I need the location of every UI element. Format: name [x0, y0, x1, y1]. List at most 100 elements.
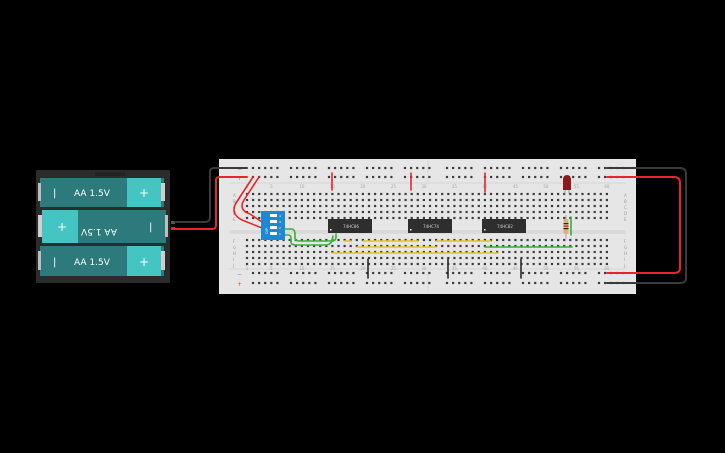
hole[interactable]: [538, 216, 541, 220]
hole[interactable]: [445, 281, 449, 285]
hole[interactable]: [416, 166, 419, 170]
hole[interactable]: [477, 198, 480, 202]
hole[interactable]: [416, 216, 419, 220]
hole[interactable]: [398, 238, 401, 242]
hole[interactable]: [489, 210, 493, 214]
hole[interactable]: [528, 175, 531, 179]
hole[interactable]: [477, 210, 480, 214]
hole[interactable]: [526, 204, 529, 208]
hole[interactable]: [264, 271, 267, 275]
hole[interactable]: [470, 271, 473, 275]
hole[interactable]: [306, 204, 310, 208]
hole[interactable]: [604, 281, 607, 285]
hole[interactable]: [464, 271, 467, 275]
hole[interactable]: [508, 262, 511, 266]
hole[interactable]: [403, 166, 407, 170]
hole[interactable]: [532, 238, 535, 242]
hole[interactable]: [572, 166, 575, 170]
hole[interactable]: [593, 238, 596, 242]
hole[interactable]: [288, 262, 291, 266]
hole[interactable]: [490, 271, 493, 275]
hole[interactable]: [422, 281, 425, 285]
hole[interactable]: [483, 256, 486, 260]
hole[interactable]: [398, 244, 401, 248]
hole[interactable]: [563, 192, 566, 196]
hole[interactable]: [334, 281, 337, 285]
hole[interactable]: [441, 244, 444, 248]
hole[interactable]: [294, 256, 297, 260]
hole[interactable]: [380, 250, 383, 254]
hole[interactable]: [534, 271, 537, 275]
hole[interactable]: [372, 166, 375, 170]
hole[interactable]: [489, 244, 493, 248]
hole[interactable]: [538, 204, 541, 208]
hole[interactable]: [410, 256, 413, 260]
hole[interactable]: [465, 238, 468, 242]
hole[interactable]: [398, 192, 401, 196]
hole[interactable]: [386, 210, 389, 214]
hole[interactable]: [319, 216, 322, 220]
hole[interactable]: [392, 256, 395, 260]
hole[interactable]: [352, 271, 355, 275]
hole[interactable]: [575, 210, 578, 214]
hole[interactable]: [355, 262, 358, 266]
hole[interactable]: [563, 198, 566, 202]
hole[interactable]: [374, 198, 377, 202]
hole[interactable]: [398, 250, 401, 254]
hole[interactable]: [258, 250, 261, 254]
hole[interactable]: [508, 198, 511, 202]
hole[interactable]: [306, 250, 310, 254]
hole[interactable]: [386, 262, 389, 266]
hole[interactable]: [581, 238, 584, 242]
hole[interactable]: [459, 198, 462, 202]
hole[interactable]: [502, 198, 505, 202]
hole[interactable]: [374, 262, 377, 266]
hole[interactable]: [380, 244, 383, 248]
hole[interactable]: [325, 250, 328, 254]
hole[interactable]: [331, 250, 334, 254]
hole[interactable]: [428, 198, 432, 202]
hole[interactable]: [587, 216, 590, 220]
hole[interactable]: [538, 198, 541, 202]
hole[interactable]: [245, 256, 249, 260]
hole[interactable]: [453, 198, 456, 202]
hole[interactable]: [575, 262, 578, 266]
hole[interactable]: [337, 244, 340, 248]
hole[interactable]: [252, 262, 255, 266]
hole[interactable]: [496, 210, 499, 214]
hole[interactable]: [367, 204, 371, 208]
hole[interactable]: [404, 262, 407, 266]
hole[interactable]: [521, 166, 525, 170]
hole[interactable]: [306, 192, 310, 196]
hole[interactable]: [276, 204, 279, 208]
hole[interactable]: [264, 166, 267, 170]
hole[interactable]: [392, 244, 395, 248]
hole[interactable]: [550, 204, 554, 208]
hole[interactable]: [313, 244, 316, 248]
hole[interactable]: [392, 262, 395, 266]
hole[interactable]: [569, 250, 572, 254]
hole[interactable]: [252, 256, 255, 260]
hole[interactable]: [587, 262, 590, 266]
hole[interactable]: [459, 262, 462, 266]
hole[interactable]: [367, 210, 371, 214]
hole[interactable]: [477, 256, 480, 260]
hole[interactable]: [300, 238, 303, 242]
hole[interactable]: [441, 256, 444, 260]
hole[interactable]: [441, 204, 444, 208]
hole[interactable]: [471, 204, 474, 208]
hole[interactable]: [458, 281, 461, 285]
hole[interactable]: [441, 250, 444, 254]
hole[interactable]: [520, 216, 523, 220]
battery-cell-2[interactable]: + AA 1.5V |: [38, 210, 168, 243]
hole[interactable]: [331, 216, 334, 220]
hole[interactable]: [300, 244, 303, 248]
hole[interactable]: [490, 281, 493, 285]
hole[interactable]: [441, 198, 444, 202]
hole[interactable]: [392, 216, 395, 220]
hole[interactable]: [605, 192, 608, 196]
hole[interactable]: [264, 204, 267, 208]
hole[interactable]: [337, 204, 340, 208]
hole[interactable]: [540, 166, 543, 170]
hole[interactable]: [599, 238, 602, 242]
